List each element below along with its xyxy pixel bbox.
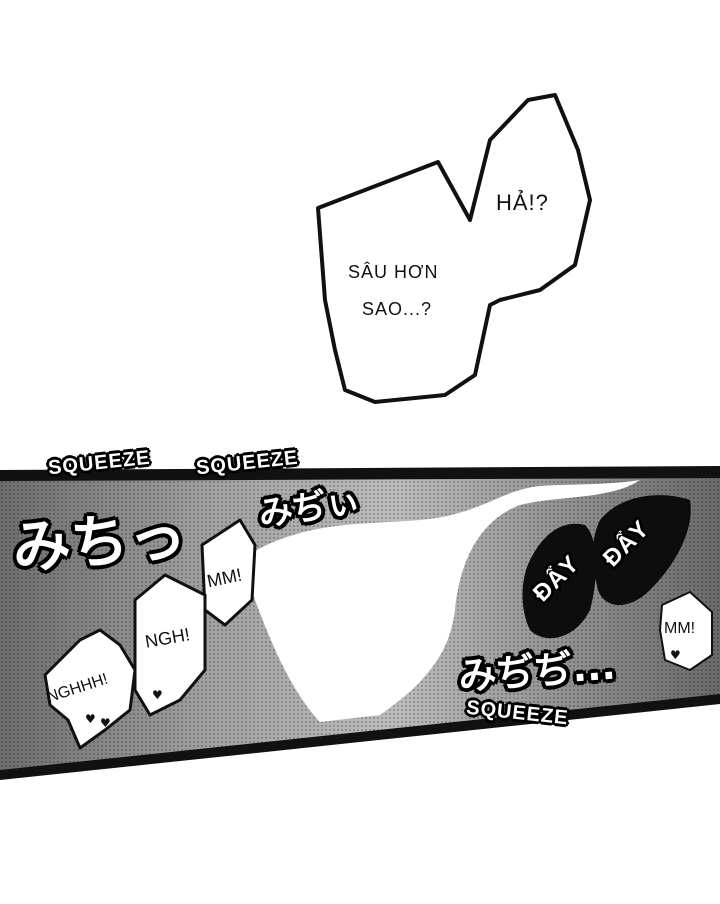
white-flow-shape	[240, 480, 640, 722]
sfx-michi-3: みぢぢ...	[456, 643, 617, 699]
dialogue-ha: HẢ!?	[496, 190, 549, 215]
black-blob-right	[593, 495, 691, 605]
moan-bubble-mm-right	[659, 591, 713, 671]
black-blob-left	[522, 523, 597, 639]
heart-icon: ♥	[670, 648, 681, 662]
moan-mm-right: MM!	[664, 620, 696, 637]
dialogue-sao: SAO...?	[362, 299, 433, 319]
heart-icon: ♥	[152, 688, 163, 702]
moan-bubble-nghhh	[43, 628, 137, 750]
sfx-michi-1: みちっ	[10, 502, 189, 582]
speech-bubble	[316, 93, 592, 404]
heart-icon: ♥	[100, 716, 111, 730]
heart-icon: ♥	[85, 712, 96, 726]
moan-bubble-ngh	[133, 573, 207, 717]
dialogue-sau-hon: SÂU HƠN	[348, 262, 439, 282]
